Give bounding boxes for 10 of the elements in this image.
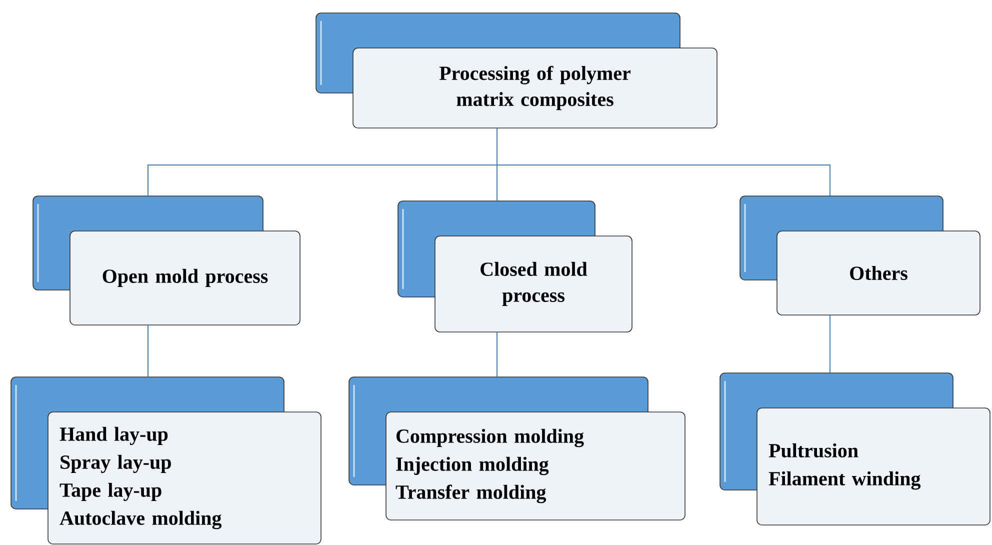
stacked-box: Compression molding Injection molding Transfer molding xyxy=(348,376,686,520)
connector-line xyxy=(496,332,498,378)
node-label: Transfer molding xyxy=(396,484,546,504)
stacked-box: Hand lay-up Spray lay-up Tape lay-up Autoclave molding xyxy=(10,376,322,544)
stacked-box: Pultrusion Filament winding xyxy=(720,372,990,526)
stacked-box: Closed mold process xyxy=(398,200,632,332)
connector-line xyxy=(496,128,830,196)
stacked-box: Open mold process xyxy=(32,196,300,326)
stacked-box: Others xyxy=(740,196,980,316)
stacked-box: Processing of polymer matrix composites xyxy=(316,12,718,128)
